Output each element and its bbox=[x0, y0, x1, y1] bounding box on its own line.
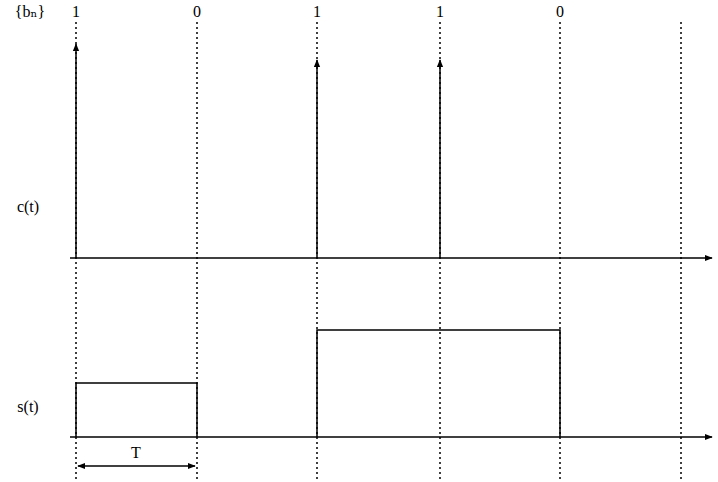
sequence-name: {bₙ} bbox=[13, 3, 47, 21]
time-axis bbox=[70, 257, 712, 259]
impulse bbox=[75, 44, 77, 258]
period-dimension bbox=[78, 465, 195, 467]
bit-value: 1 bbox=[434, 3, 446, 21]
impulse bbox=[439, 60, 441, 258]
time-axis bbox=[70, 436, 712, 438]
bit-value: 0 bbox=[191, 3, 203, 21]
dimension-label: T bbox=[129, 444, 143, 462]
signal-name: s(t) bbox=[15, 398, 40, 416]
bit-value: 1 bbox=[70, 3, 82, 21]
bit-value: 1 bbox=[311, 3, 323, 21]
impulse bbox=[316, 60, 318, 258]
pulse-waveform bbox=[76, 330, 560, 437]
bit-value: 0 bbox=[554, 3, 566, 21]
signal-name: c(t) bbox=[15, 198, 41, 216]
bit-boundaries bbox=[76, 22, 681, 482]
